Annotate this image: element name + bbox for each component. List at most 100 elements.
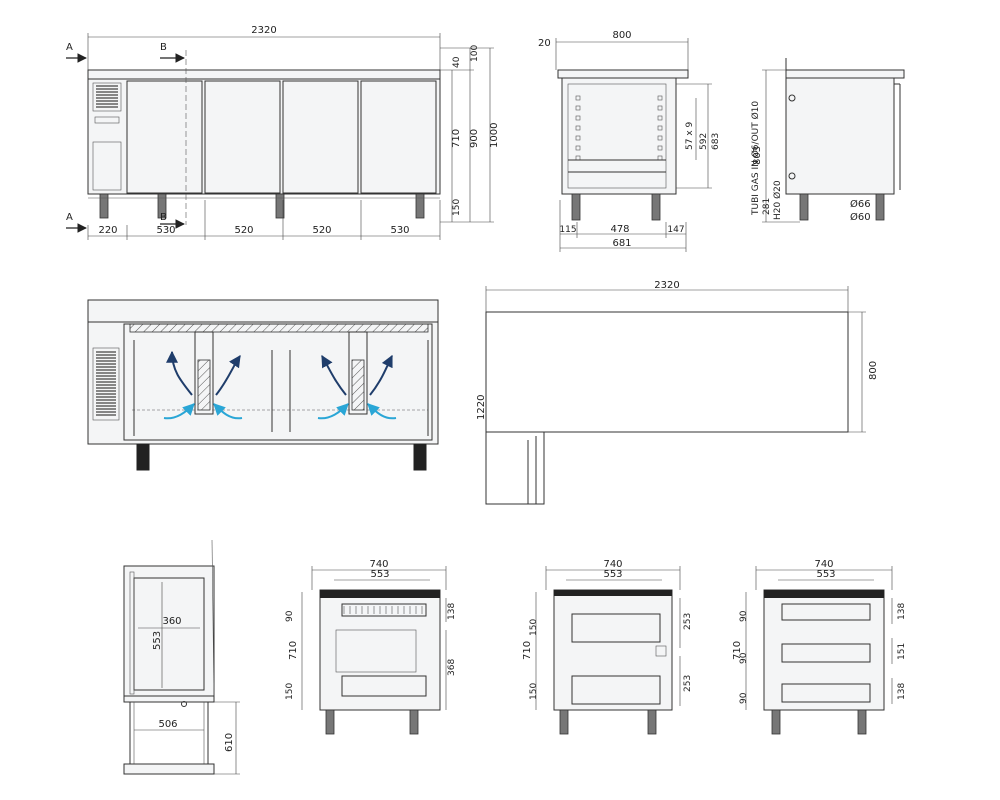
door-detail-base (123, 763, 215, 775)
evaporator-right (348, 331, 368, 415)
drawer1-dim-740: 740 (369, 559, 388, 570)
side-dim-478: 478 (610, 224, 629, 235)
profile-dim-d60: Ø60 (850, 211, 871, 223)
side-dim-681: 681 (612, 238, 631, 249)
worktop (87, 69, 441, 80)
drawer3-basket-2 (781, 643, 871, 663)
dim-520-a: 520 (234, 225, 253, 236)
profile-dim-d66: Ø66 (850, 198, 871, 210)
front-foot-4 (415, 193, 425, 219)
drawer3-dim-710: 710 (732, 641, 743, 660)
drawer3-basket-1 (781, 603, 871, 621)
profile-dim-803: 803 (752, 146, 763, 165)
section-top-insulation (129, 323, 429, 333)
profile-view: 803 TUBI GAS IN Ø6/OUT Ø10 281 H20 Ø20 Ø… (750, 58, 905, 223)
dim-900: 900 (469, 129, 480, 148)
airflow-return-arrow-2 (213, 403, 243, 420)
section-b-bottom: B (160, 212, 167, 223)
door-1 (126, 80, 203, 194)
castor-right (413, 443, 427, 471)
side-foot-right (651, 193, 661, 221)
drawer3-basket-3 (781, 683, 871, 703)
door-4 (360, 80, 437, 194)
drawer1-dim-150: 150 (285, 683, 295, 700)
front-foot-1 (99, 193, 109, 219)
cabinet-body (87, 78, 441, 195)
profile-foot-right (875, 193, 885, 221)
drawer2-dim-150-top: 150 (529, 619, 539, 636)
section-a-bottom: A (66, 212, 73, 223)
front-view: 2320 A B A B 220 530 520 520 530 40 100 … (66, 25, 500, 240)
plan-dim-800: 800 (868, 361, 879, 380)
drawer2-dim-740: 740 (603, 559, 622, 570)
side-dim-20: 20 (538, 38, 551, 49)
side-section-view: 800 20 57 x 9 592 683 115 478 147 681 (538, 30, 721, 252)
plan-opening-area (485, 432, 545, 505)
profile-dim-281: 281 (762, 198, 772, 215)
side-worktop (557, 69, 689, 79)
compressor-grill-top (92, 82, 122, 112)
section-b-top: B (160, 42, 167, 53)
drawer3-dim-151: 151 (897, 643, 907, 660)
plan-dim-2320: 2320 (654, 280, 679, 291)
drawer2-dim-253-top: 253 (683, 613, 693, 630)
front-foot-3 (275, 193, 285, 219)
airflow-up-arrow-4 (369, 354, 393, 396)
dim-220: 220 (98, 225, 117, 236)
door-detail-view: 360 553 506 610 (123, 539, 240, 775)
door-handle-icon (181, 701, 187, 707)
drawer3-dim-138-b: 138 (897, 683, 907, 700)
profile-worktop (785, 69, 905, 79)
drawer2-dim-150-bottom: 150 (529, 683, 539, 700)
section-body (87, 321, 439, 445)
compressor-grill-bottom (92, 141, 122, 191)
side-dim-57x9: 57 x 9 (685, 122, 695, 151)
drawer-section-2: 740 553 710 150 150 253 253 (522, 559, 693, 735)
dim-1000: 1000 (489, 123, 500, 148)
drawer2-dim-710: 710 (522, 641, 533, 660)
plan-table-top (485, 311, 849, 433)
door-detail-body (123, 565, 215, 697)
control-panel (94, 116, 120, 124)
gas-connection-icon (788, 94, 796, 102)
drawer3-dim-90-b: 90 (739, 652, 749, 664)
profile-gas-label: TUBI GAS IN Ø6/OUT Ø10 (750, 101, 761, 216)
drawer1-dim-553: 553 (370, 569, 389, 580)
drawer-section-1: 740 553 710 90 150 138 368 (285, 559, 457, 735)
dim-2320: 2320 (251, 25, 276, 36)
drawer3-dim-90-a: 90 (739, 610, 749, 622)
drawer3-dim-90-c: 90 (739, 692, 749, 704)
side-body (561, 77, 677, 195)
drawer2-top-basket (571, 613, 661, 643)
profile-foot-left (799, 193, 809, 221)
drawer1-top-basket (341, 603, 427, 617)
side-dim-115: 115 (559, 225, 576, 235)
airflow-return-arrow-4 (367, 403, 397, 420)
dim-530-right: 530 (390, 225, 409, 236)
drawer2-dim-253-bottom: 253 (683, 675, 693, 692)
plan-view: 2320 800 1220 (476, 280, 879, 505)
door-3 (282, 80, 359, 194)
airflow-return-arrow-3 (317, 403, 349, 420)
dim-100: 100 (470, 45, 480, 62)
door-detail-dim-506: 506 (158, 719, 177, 730)
dim-40: 40 (452, 56, 462, 68)
door-detail-dim-553: 553 (152, 631, 163, 650)
airflow-up-arrow-3 (321, 354, 347, 396)
plan-dim-1220: 1220 (476, 395, 487, 420)
drawer3-dim-138-a: 138 (897, 603, 907, 620)
drawer3-dim-553: 553 (816, 569, 835, 580)
side-shelf-rails (575, 95, 663, 161)
profile-body (785, 77, 895, 195)
dim-530-left: 530 (156, 225, 175, 236)
section-compressor-grill (92, 347, 120, 421)
section-worktop (87, 299, 439, 323)
drawer1-dim-90: 90 (285, 610, 295, 622)
drawer1-dim-138: 138 (447, 603, 457, 620)
side-dim-683: 683 (711, 133, 721, 150)
side-inner-cavity (567, 83, 667, 189)
dim-710: 710 (451, 129, 462, 148)
drawer3-dim-740: 740 (814, 559, 833, 570)
dim-520-b: 520 (312, 225, 331, 236)
